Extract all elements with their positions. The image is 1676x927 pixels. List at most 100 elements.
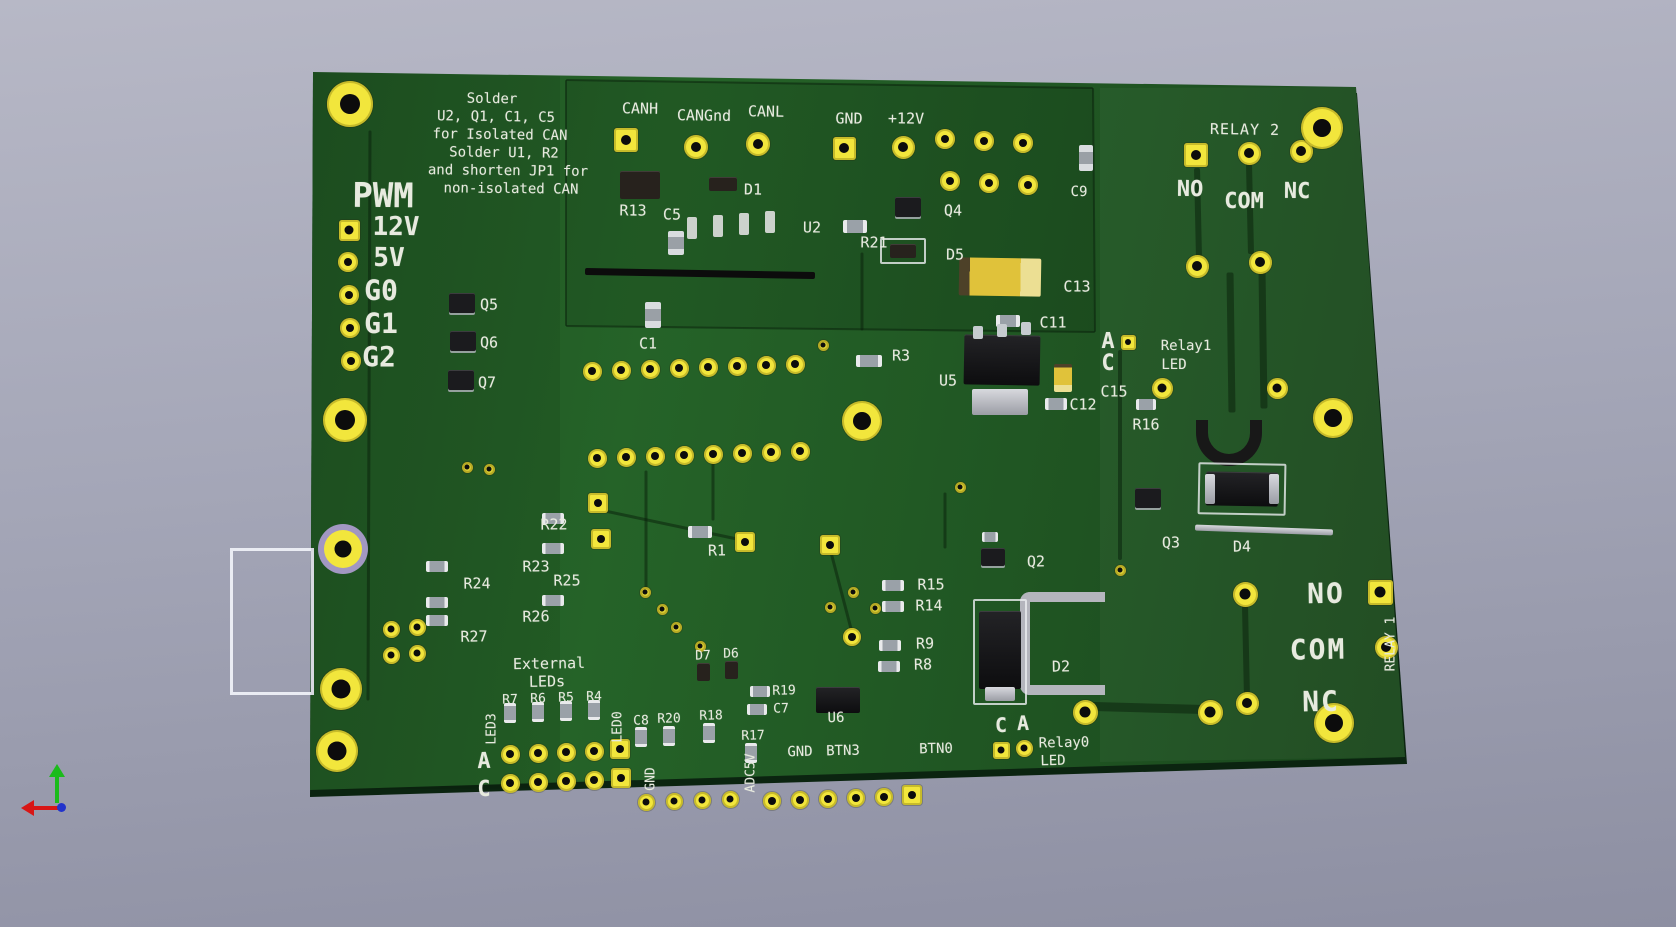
pad-hole bbox=[617, 366, 625, 374]
silk-d5: D5 bbox=[945, 245, 965, 264]
via-hole bbox=[642, 589, 648, 595]
pad-hole bbox=[1272, 383, 1282, 393]
silk-r23: R23 bbox=[522, 557, 550, 576]
pad-hole bbox=[791, 360, 799, 368]
silk-gnd: GND bbox=[835, 109, 863, 128]
pad-hole bbox=[1242, 698, 1252, 708]
silk-btn0: BTN0 bbox=[918, 740, 954, 758]
pad-hole bbox=[762, 361, 770, 369]
round-pad bbox=[556, 771, 576, 791]
component-res bbox=[1045, 398, 1067, 410]
silk-q5: Q5 bbox=[479, 295, 499, 314]
drill-hole bbox=[340, 94, 360, 114]
mounting-hole bbox=[316, 730, 358, 772]
square-pad bbox=[992, 741, 1010, 759]
pad-hole bbox=[344, 258, 352, 266]
silk-12v: 12V bbox=[372, 211, 420, 243]
silk-a: A bbox=[1016, 710, 1030, 736]
component-res bbox=[750, 685, 770, 697]
round-pad bbox=[785, 354, 805, 374]
component-ic bbox=[816, 687, 860, 713]
pad-hole bbox=[704, 363, 712, 371]
pad-hole bbox=[594, 499, 602, 507]
square-pad bbox=[735, 532, 755, 552]
silk-g0: G0 bbox=[364, 273, 398, 308]
z-axis-dot bbox=[57, 803, 66, 812]
silk-c15: C15 bbox=[1100, 382, 1128, 401]
mounting-hole bbox=[1301, 107, 1343, 149]
silk-c1: C1 bbox=[638, 334, 658, 353]
pad-hole bbox=[1125, 339, 1131, 345]
round-pad bbox=[587, 448, 607, 468]
component-res bbox=[426, 560, 448, 572]
pad-hole bbox=[985, 179, 993, 187]
via bbox=[639, 586, 651, 598]
round-pad bbox=[1237, 141, 1261, 165]
round-pad bbox=[721, 790, 739, 808]
component-res bbox=[879, 639, 901, 651]
silk-r8: R8 bbox=[913, 655, 933, 674]
round-pad bbox=[1235, 691, 1259, 715]
component-res bbox=[663, 726, 675, 746]
silk-r21: R21 bbox=[860, 233, 888, 252]
round-pad bbox=[1197, 699, 1223, 725]
pad-hole bbox=[588, 367, 596, 375]
component-res bbox=[882, 600, 904, 612]
via-hole bbox=[464, 464, 470, 470]
component-smdpad bbox=[739, 213, 749, 235]
silk-d1: D1 bbox=[743, 180, 763, 199]
pad-hole bbox=[997, 746, 1005, 754]
silk-q7: Q7 bbox=[477, 373, 497, 392]
pad-hole bbox=[753, 139, 763, 149]
round-pad bbox=[528, 772, 548, 792]
mounting-hole bbox=[1313, 398, 1353, 438]
pad-hole bbox=[767, 448, 775, 456]
silk-and-shorten-jp1-for: and shorten JP1 for bbox=[427, 162, 589, 180]
via bbox=[1114, 564, 1126, 576]
pad-hole bbox=[680, 451, 688, 459]
silk-a: A bbox=[477, 748, 491, 775]
round-pad bbox=[875, 788, 893, 806]
round-pad bbox=[674, 445, 694, 465]
silk-r9: R9 bbox=[915, 634, 935, 653]
via bbox=[869, 602, 881, 614]
silk-d2: D2 bbox=[1051, 657, 1071, 676]
via-hole bbox=[827, 604, 833, 610]
silk-gnd: GND bbox=[643, 767, 659, 791]
pad-hole bbox=[1296, 146, 1306, 156]
silk-r14: R14 bbox=[915, 596, 943, 615]
square-pad bbox=[902, 785, 922, 805]
round-pad bbox=[703, 444, 723, 464]
round-pad bbox=[693, 791, 711, 809]
square-pad bbox=[820, 535, 840, 555]
mounting-hole bbox=[324, 530, 362, 568]
via-hole bbox=[1117, 567, 1123, 573]
component-outline bbox=[973, 599, 1027, 705]
round-pad bbox=[1015, 739, 1033, 757]
x-axis-arrow bbox=[34, 806, 60, 810]
silk-c9: C9 bbox=[1070, 183, 1088, 201]
silk-u2-q1-c1-c5: U2, Q1, C1, C5 bbox=[436, 108, 556, 126]
pad-hole bbox=[593, 454, 601, 462]
pad-hole bbox=[796, 796, 804, 804]
round-pad bbox=[979, 173, 999, 193]
component-chip bbox=[620, 171, 660, 199]
pad-hole bbox=[670, 797, 678, 805]
component-sot bbox=[448, 370, 474, 390]
drill-hole bbox=[327, 741, 347, 761]
drill-hole bbox=[1324, 409, 1342, 427]
round-pad bbox=[1151, 377, 1173, 399]
silk-r17: R17 bbox=[741, 728, 765, 744]
pad-hole bbox=[852, 794, 860, 802]
silk-r26: R26 bbox=[522, 607, 550, 626]
pad-hole bbox=[506, 779, 514, 787]
component-res bbox=[882, 579, 904, 591]
pad-hole bbox=[562, 777, 570, 785]
round-pad bbox=[1289, 139, 1313, 163]
round-pad bbox=[891, 135, 915, 159]
silk-com: COM bbox=[1224, 188, 1264, 215]
copper-trace bbox=[711, 462, 715, 520]
silk-u6: U6 bbox=[827, 709, 845, 727]
pad-hole bbox=[1020, 744, 1028, 752]
